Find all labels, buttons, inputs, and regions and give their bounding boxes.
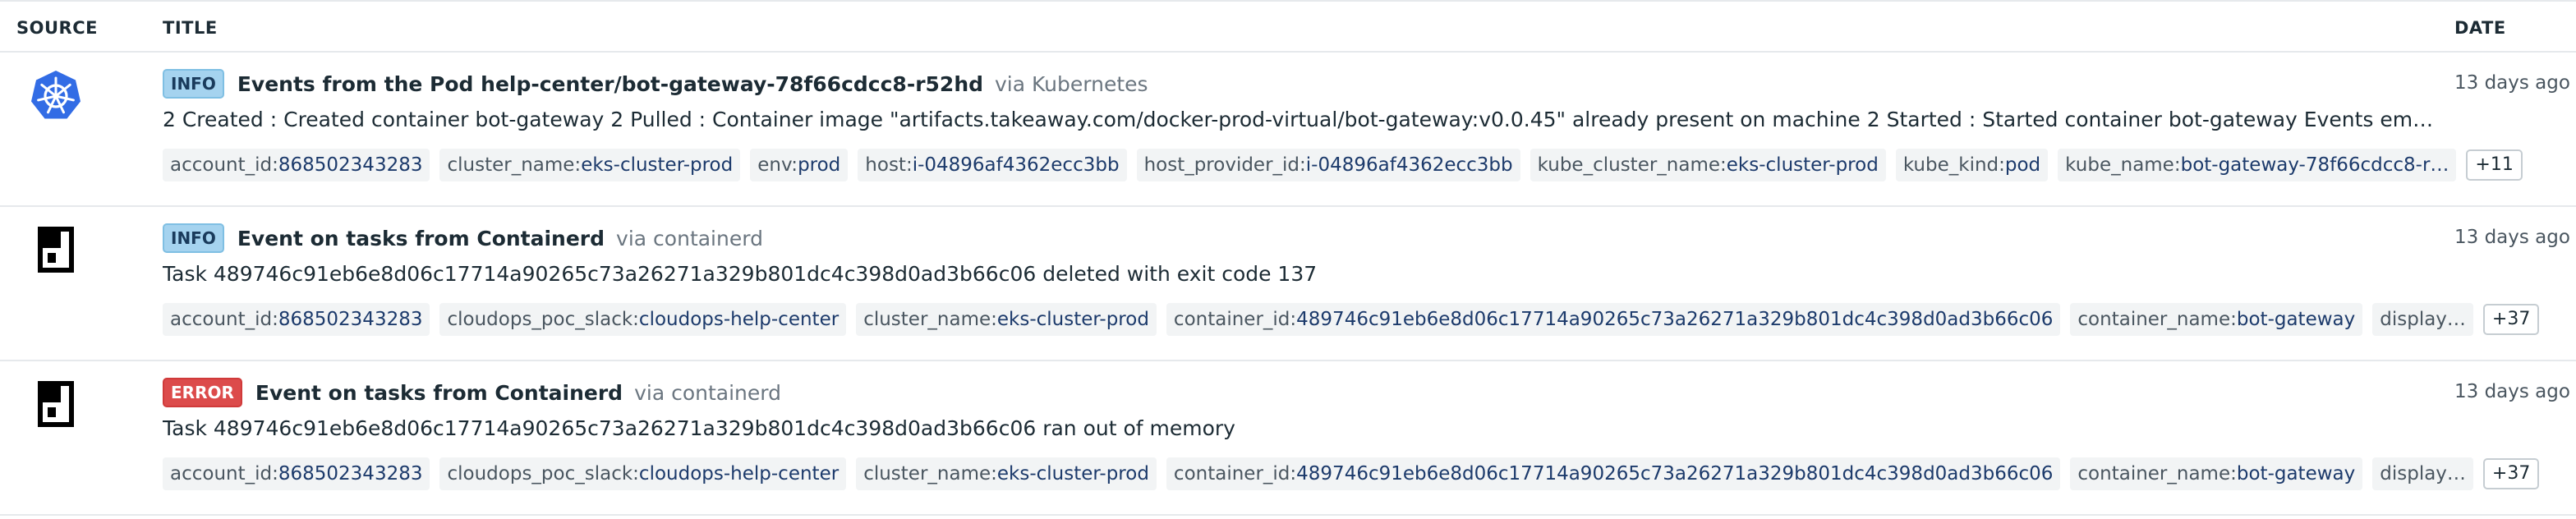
tag-chip[interactable]: cloudops_poc_slack:cloudops-help-center	[439, 303, 847, 336]
event-title[interactable]: Event on tasks from Containerd	[237, 226, 605, 250]
more-tags-button[interactable]: +37	[2482, 304, 2540, 335]
event-title-line: ERROR Event on tasks from Containerd via…	[163, 376, 781, 409]
event-row[interactable]: INFO Event on tasks from Containerd via …	[0, 207, 2576, 361]
column-header-source[interactable]: SOURCE	[16, 18, 98, 38]
containerd-icon	[30, 378, 82, 430]
column-header-date[interactable]: DATE	[2454, 18, 2506, 38]
tag-chip[interactable]: cluster_name:eks-cluster-prod	[439, 149, 741, 181]
tag-chip[interactable]: cloudops_poc_slack:cloudops-help-center	[439, 457, 847, 490]
tag-chip[interactable]: container_id:489746c91eb6e8d06c17714a902…	[1166, 303, 2061, 336]
tag-chip[interactable]: host_provider_id:i-04896af4362ecc3bb	[1136, 149, 1520, 181]
event-source-label: via containerd	[634, 380, 781, 405]
tag-chip[interactable]: account_id:868502343283	[163, 303, 430, 336]
tag-list: account_id:868502343283 cloudops_poc_sla…	[163, 302, 2540, 337]
tag-list: account_id:868502343283 cloudops_poc_sla…	[163, 457, 2540, 491]
tag-chip[interactable]: host:i-04896af4362ecc3bb	[858, 149, 1127, 181]
tag-chip[interactable]: env:prod	[750, 149, 849, 181]
event-title-line: INFO Event on tasks from Containerd via …	[163, 222, 763, 255]
event-message: Task 489746c91eb6e8d06c17714a90265c73a26…	[163, 416, 1235, 440]
tag-chip[interactable]: cluster_name:eks-cluster-prod	[856, 457, 1157, 490]
event-title-line: INFO Events from the Pod help-center/bot…	[163, 67, 1148, 100]
status-badge: ERROR	[163, 378, 242, 407]
tag-chip[interactable]: kube_cluster_name:eks-cluster-prod	[1530, 149, 1886, 181]
tag-list: account_id:868502343283 cluster_name:eks…	[163, 148, 2523, 182]
status-badge: INFO	[163, 223, 224, 253]
kubernetes-icon	[30, 69, 82, 122]
event-source-label: via Kubernetes	[995, 71, 1148, 96]
tag-chip[interactable]: kube_name:bot-gateway-78f66cdcc8-r…	[2058, 149, 2457, 181]
event-date: 13 days ago	[2454, 72, 2570, 94]
more-tags-button[interactable]: +37	[2482, 458, 2540, 489]
tag-chip[interactable]: cluster_name:eks-cluster-prod	[856, 303, 1157, 336]
tag-chip[interactable]: display…	[2372, 303, 2473, 336]
event-date: 13 days ago	[2454, 227, 2570, 248]
tag-chip[interactable]: kube_kind:pod	[1895, 149, 2049, 181]
event-row[interactable]: ERROR Event on tasks from Containerd via…	[0, 361, 2576, 516]
tag-chip[interactable]: container_id:489746c91eb6e8d06c17714a902…	[1166, 457, 2061, 490]
containerd-icon	[30, 223, 82, 276]
event-source-label: via containerd	[616, 226, 763, 250]
column-header-title[interactable]: TITLE	[163, 18, 218, 38]
more-tags-button[interactable]: +11	[2466, 149, 2523, 181]
event-message: 2 Created : Created container bot-gatewa…	[163, 108, 2438, 131]
tag-chip[interactable]: account_id:868502343283	[163, 149, 430, 181]
event-message: Task 489746c91eb6e8d06c17714a90265c73a26…	[163, 262, 1318, 286]
table-header: SOURCE TITLE DATE	[0, 0, 2576, 53]
tag-chip[interactable]: container_name:bot-gateway	[2070, 457, 2363, 490]
event-title[interactable]: Event on tasks from Containerd	[255, 380, 623, 405]
tag-chip[interactable]: account_id:868502343283	[163, 457, 430, 490]
status-badge: INFO	[163, 69, 224, 99]
tag-chip[interactable]: display…	[2372, 457, 2473, 490]
event-date: 13 days ago	[2454, 381, 2570, 402]
event-row[interactable]: INFO Events from the Pod help-center/bot…	[0, 53, 2576, 207]
event-title[interactable]: Events from the Pod help-center/bot-gate…	[237, 71, 984, 96]
tag-chip[interactable]: container_name:bot-gateway	[2070, 303, 2363, 336]
